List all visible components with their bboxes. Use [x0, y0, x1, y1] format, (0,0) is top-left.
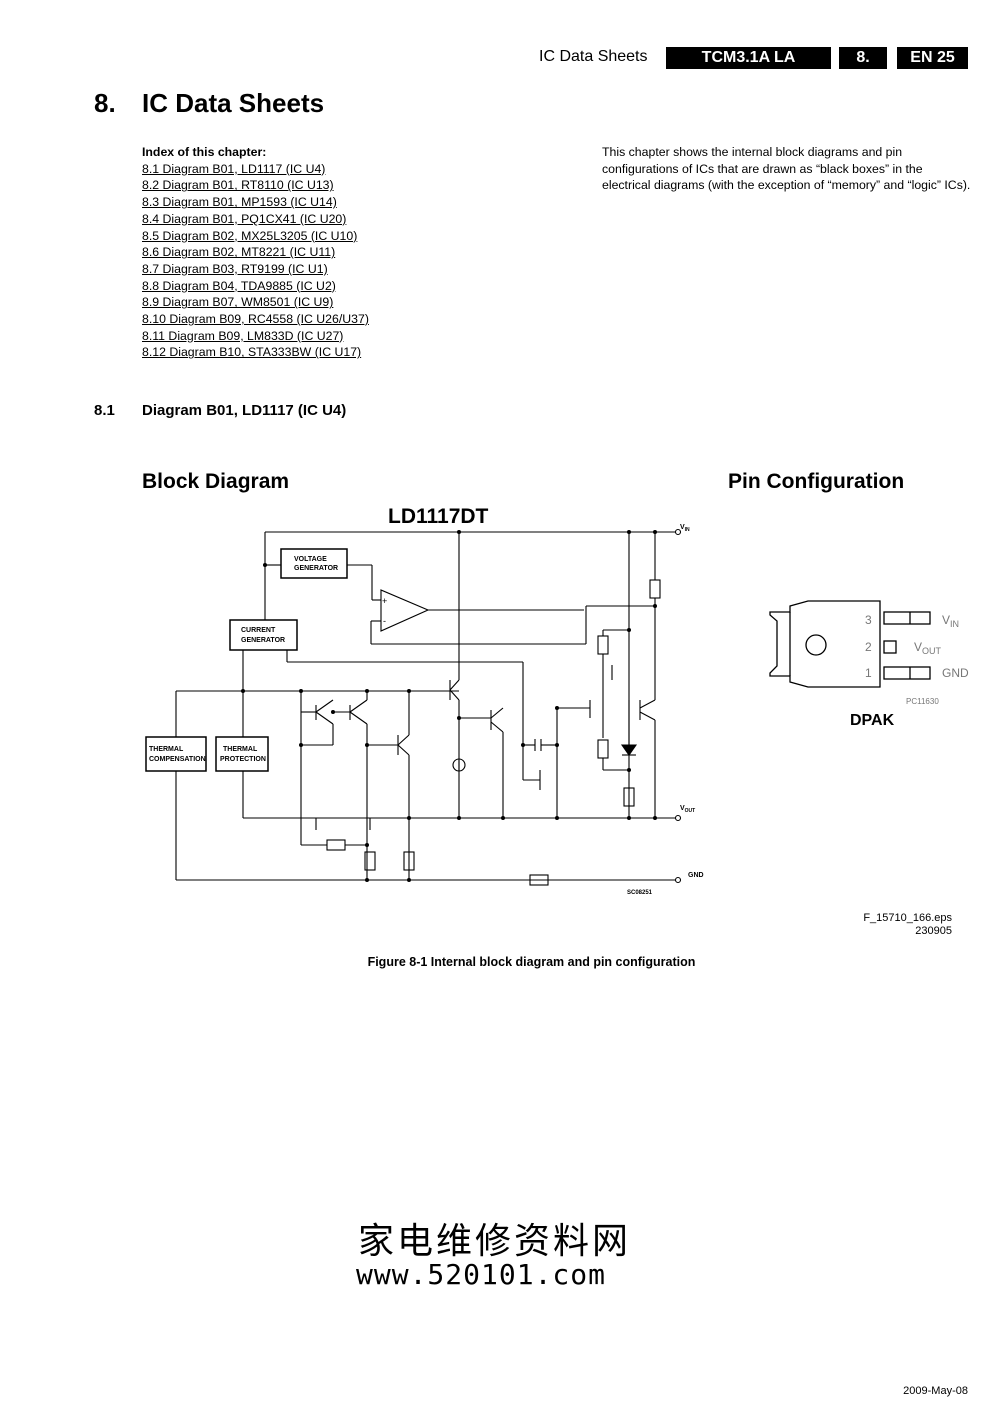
header-model: TCM3.1A LA [666, 47, 831, 69]
pin-label-sub: OUT [922, 646, 942, 656]
index-link[interactable]: 8.8 Diagram B04, TDA9885 (IC U2) [142, 278, 336, 293]
chapter-index: Index of this chapter: 8.1 Diagram B01, … [142, 144, 369, 361]
thermal-compensation-line1: THERMAL [149, 746, 184, 753]
voltage-generator-block: VOLTAGE GENERATOR [280, 548, 348, 579]
index-link[interactable]: 8.4 Diagram B01, PQ1CX41 (IC U20) [142, 211, 347, 226]
block-diagram-title: Block Diagram [142, 470, 290, 493]
gnd-node-label: GND [688, 872, 704, 879]
section-title: Diagram B01, LD1117 (IC U4) [142, 402, 347, 419]
index-link[interactable]: 8.1 Diagram B01, LD1117 (IC U4) [142, 161, 326, 176]
thermal-protection-line2: PROTECTION [220, 756, 266, 763]
figure-file-date: 230905 [915, 925, 952, 937]
opamp-minus-sign: - [383, 616, 386, 626]
figure-caption: Figure 8-1 Internal block diagram and pi… [367, 955, 696, 969]
voltage-generator-line1: VOLTAGE [294, 556, 327, 563]
chapter-title-text: IC Data Sheets [142, 88, 325, 118]
chapter-title: 8. IC Data Sheets [94, 88, 324, 119]
vin-node-sub: IN [685, 527, 690, 533]
chapter-number: 8. [94, 88, 116, 118]
intro-paragraph: This chapter shows the internal block di… [602, 145, 971, 193]
current-generator-line2: GENERATOR [241, 637, 285, 644]
thermal-compensation-line2: COMPENSATION [149, 756, 206, 763]
schematic-code: SC08251 [627, 890, 653, 896]
index-link[interactable]: 8.5 Diagram B02, MX25L3205 (IC U10) [142, 228, 358, 243]
pin-number: 1 [865, 666, 872, 680]
vout-node-sub: OUT [685, 808, 696, 814]
index-link[interactable]: 8.10 Diagram B09, RC4558 (IC U26/U37) [142, 312, 369, 327]
voltage-generator-line2: GENERATOR [294, 565, 338, 572]
vin-node-label: VIN [680, 524, 690, 533]
thermal-protection-block: THERMAL PROTECTION [215, 736, 269, 772]
pin-label-main: V [942, 613, 950, 627]
watermark-chinese: 家电维修资料网 [358, 1221, 632, 1262]
pin-label-main: V [914, 640, 922, 654]
package-name: DPAK [850, 712, 895, 729]
dpak-package-drawing [769, 600, 931, 688]
index-link[interactable]: 8.9 Diagram B07, WM8501 (IC U9) [142, 295, 334, 310]
figure-file-info: F_15710_166.eps 230905 [863, 912, 952, 938]
index-link[interactable]: 8.7 Diagram B03, RT9199 (IC U1) [142, 261, 328, 276]
index-link[interactable]: 8.2 Diagram B01, RT8110 (IC U13) [142, 178, 334, 193]
pin-label: VIN [942, 613, 959, 629]
pin-label: GND [942, 666, 969, 680]
index-link[interactable]: 8.3 Diagram B01, MP1593 (IC U14) [142, 195, 337, 210]
pin-configuration-title: Pin Configuration [728, 470, 905, 493]
pin-number: 2 [865, 640, 872, 654]
pin-label: VOUT [914, 640, 942, 656]
header-chapter: 8. [839, 47, 887, 69]
pin-number: 3 [865, 613, 872, 627]
vout-node-v: V [680, 805, 685, 812]
header-page: EN 25 [897, 47, 968, 69]
index-link[interactable]: 8.11 Diagram B09, LM833D (IC U27) [142, 328, 344, 343]
pin-label-sub: IN [950, 619, 959, 629]
dpak-pin-labels: 3 2 1 VIN VOUT GND PC11630 [865, 613, 969, 706]
vout-node-label: VOUT [680, 805, 695, 814]
current-generator-line1: CURRENT [241, 627, 276, 634]
opamp-plus-sign: + [382, 596, 387, 606]
package-code: PC11630 [906, 697, 939, 706]
thermal-protection-line1: THERMAL [223, 746, 258, 753]
vin-node-v: V [680, 524, 685, 531]
header-section-title: IC Data Sheets [539, 48, 648, 65]
section-number: 8.1 [94, 402, 115, 419]
current-generator-block: CURRENT GENERATOR [229, 619, 298, 651]
block-diagram-schematic: VOLTAGE GENERATOR CURRENT GENERATOR THER… [145, 524, 969, 896]
index-label: Index of this chapter: [142, 145, 267, 159]
device-title: LD1117DT [388, 505, 489, 528]
watermark-url: www.520101.com [356, 1258, 607, 1291]
figure-file-name: F_15710_166.eps [863, 912, 952, 924]
footer-date: 2009-May-08 [903, 1385, 968, 1397]
index-link[interactable]: 8.12 Diagram B10, STA333BW (IC U17) [142, 345, 362, 360]
thermal-compensation-block: THERMAL COMPENSATION [145, 736, 207, 772]
section-heading: 8.1 Diagram B01, LD1117 (IC U4) [94, 402, 346, 419]
index-link[interactable]: 8.6 Diagram B02, MT8221 (IC U11) [142, 245, 336, 260]
